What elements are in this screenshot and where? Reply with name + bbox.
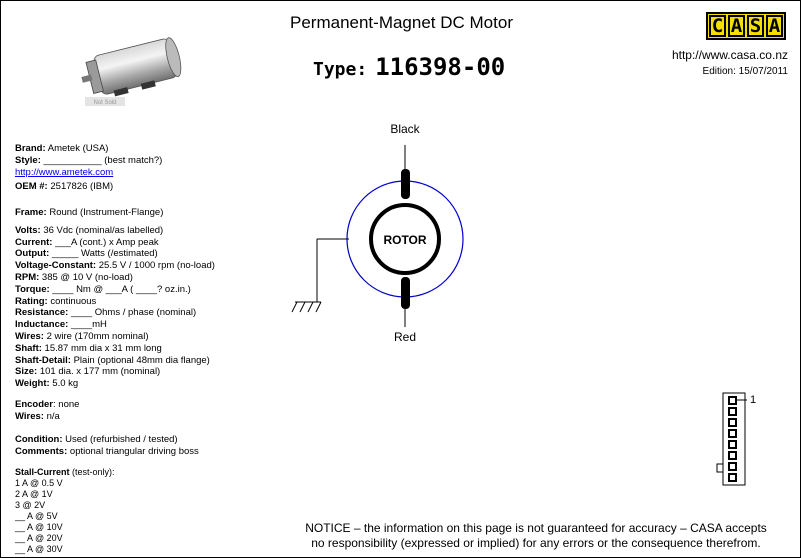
vconst-label: Voltage-Constant: [15,260,97,272]
connector-pin-6 [728,451,737,460]
disclaimer-notice: NOTICE – the information on this page is… [291,521,781,551]
spec-block-encoder: Encoder: none Wires: n/a [15,399,79,423]
weight-label: Weight: [15,378,50,390]
inductance-value: ____mH [68,319,107,331]
motor-wiring-diagram: Black ROTOR Red [291,122,464,344]
volts-value: 36 Vdc (nominal/as labelled) [40,224,164,236]
brand-label: Brand: [15,143,46,154]
logo-letter: A [766,15,783,37]
ground-symbol [291,238,349,313]
pin-1-label: 1 [750,394,756,406]
vconst-value: 25.5 V / 1000 rpm (no-load) [96,260,215,272]
logo-letter: S [747,15,764,37]
brand-value: Ametek (USA) [45,143,109,154]
rpm-label: RPM: [15,271,40,283]
stall-row: __ A @ 5V [15,511,58,521]
notice-line-1: NOTICE – the information on this page is… [305,521,767,535]
connector-key [716,463,724,473]
connector-body [722,392,746,486]
stall-row: __ A @ 20V [15,533,63,543]
connector-pin-1 [728,396,737,405]
shaft-detail-label: Shaft-Detail: [15,354,71,366]
resistance-label: Resistance: [15,307,69,319]
connector-pin-8 [728,473,737,482]
comments-label: Comments: [15,445,68,457]
encoder-wires-label: Wires: [15,410,44,422]
comments-value: optional triangular driving boss [67,445,199,457]
torque-value: ____ Nm @ ___A ( ____? oz.in.) [49,283,191,295]
output-label: Output: [15,248,50,260]
wires-value: 2 wire (170mm nominal) [43,330,149,342]
rating-value: continuous [47,295,97,307]
weight-value: 5.0 kg [49,378,79,390]
rotor-circle [369,203,441,275]
current-value: ___A (cont.) x Amp peak [52,236,159,248]
output-value: _____ Watts (/estimated) [49,248,158,260]
spec-block-brand: Brand: Ametek (USA) Style: ___________ (… [15,143,162,193]
website-url: http://www.casa.co.nz [671,48,788,62]
stall-row: __ A @ 10V [15,522,63,532]
current-label: Current: [15,236,53,248]
encoder-wires-value: n/a [43,410,60,422]
shaft-label: Shaft: [15,342,42,354]
size-label: Size: [15,366,38,378]
photo-watermark: Not Sold [93,100,116,106]
red-wire-label: Red [394,330,416,344]
shaft-detail-value: Plain (optional 48mm dia flange) [70,354,210,366]
wires-label: Wires: [15,330,44,342]
stall-row: 3 @ 2V [15,500,46,510]
style-label: Style: [15,154,41,166]
stall-value: (test-only): [69,467,115,477]
connector-diagram: 1 [716,392,756,486]
resistance-value: ____ Ohms / phase (nominal) [68,307,197,319]
type-value: 116398-00 [375,53,506,81]
logo-letter: A [728,15,745,37]
volts-label: Volts: [15,224,41,236]
notice-line-2: no responsibility (expressed or implied)… [311,536,761,550]
rating-label: Rating: [15,295,48,307]
top-brush [401,169,410,199]
shaft-value: 15.87 mm dia x 31 mm long [41,342,162,354]
connector-pin-7 [728,462,737,471]
stall-row: __ A @ 30V [15,544,63,554]
ametek-link[interactable]: http://www.ametek.com [15,166,114,178]
connector-pin-4 [728,429,737,438]
oem-value: 2517826 (IBM) [47,181,114,193]
page-title: Permanent-Magnet DC Motor [290,13,513,32]
black-wire-label: Black [390,122,420,136]
stall-label: Stall-Current [15,467,70,477]
size-value: 101 dia. x 177 mm (nominal) [37,366,161,378]
type-line: Type: 116398-00 [313,53,505,81]
oem-label: OEM #: [15,181,48,193]
spec-block-condition: Condition: Used (refurbished / tested) C… [15,434,199,458]
rotor-label: ROTOR [383,233,426,247]
connector-pin-2 [728,407,737,416]
frame-value: Round (Instrument-Flange) [46,207,164,218]
connector-pin-5 [728,440,737,449]
edition-date: Edition: 15/07/2011 [702,66,788,77]
motor-photo: Not Sold [81,37,182,106]
stall-row: 1 A @ 0.5 V [15,478,63,488]
stall-current-block: Stall-Current (test-only): 1 A @ 0.5 V 2… [15,467,115,555]
logo-letter: C [709,15,726,37]
rpm-value: 385 @ 10 V (no-load) [39,271,133,283]
encoder-value: : none [53,399,80,410]
encoder-label: Encoder [15,399,54,410]
condition-value: Used (refurbished / tested) [62,434,178,445]
style-value: ___________ (best match?) [40,154,163,166]
bottom-brush [401,277,410,309]
stall-row: 2 A @ 1V [15,489,53,499]
spec-block-main: Frame: Round (Instrument-Flange) Volts: … [15,207,215,390]
casa-logo: C A S A [706,12,786,40]
inductance-label: Inductance: [15,319,69,331]
torque-label: Torque: [15,283,50,295]
type-label: Type: [313,59,368,80]
frame-label: Frame: [15,207,47,218]
connector-pin-3 [728,418,737,427]
condition-label: Condition: [15,434,63,445]
